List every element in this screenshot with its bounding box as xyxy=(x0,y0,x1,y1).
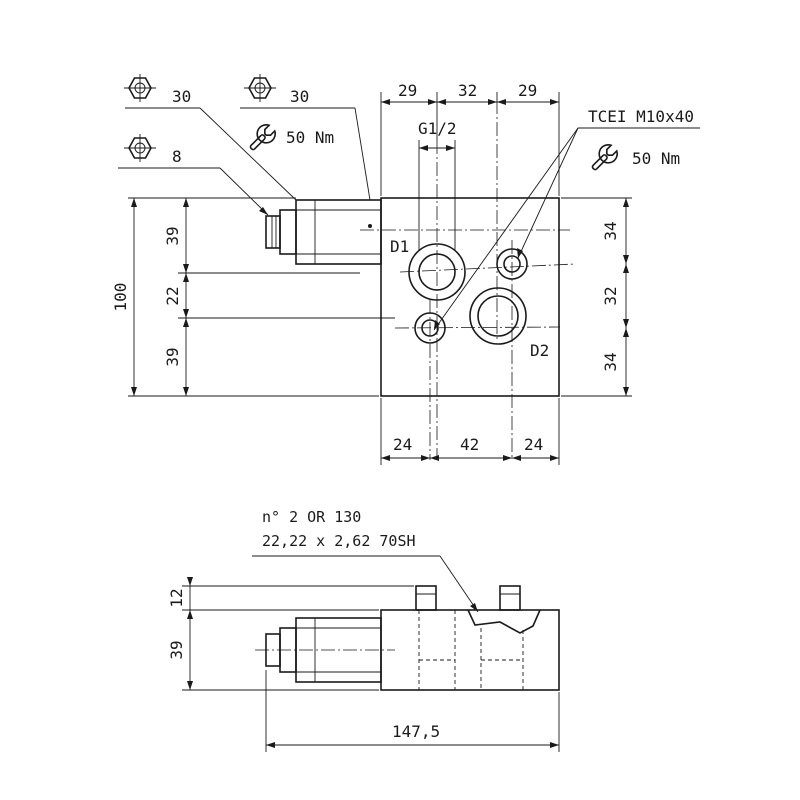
dim-overall-height: 100 xyxy=(111,283,130,312)
wrench-icon xyxy=(591,144,618,171)
torque-callout-1: 50 Nm xyxy=(286,128,334,147)
dims-bottom xyxy=(380,398,560,465)
dim-left-2: 22 xyxy=(163,286,182,305)
port-label-d1: D1 xyxy=(390,237,409,256)
dim-left-3: 39 xyxy=(163,347,182,366)
screw-hole-upper xyxy=(496,248,528,280)
dim-top-1: 29 xyxy=(398,81,417,100)
dim-side-39: 39 xyxy=(167,640,186,659)
port-d1 xyxy=(408,243,466,301)
dims-side-left xyxy=(182,577,414,691)
wrench-icon xyxy=(249,124,276,151)
oring-note-line2: 22,22 x 2,62 70SH xyxy=(262,532,416,550)
dim-bottom-2: 42 xyxy=(460,435,479,454)
hex-nut-icon xyxy=(124,134,156,162)
dims-right xyxy=(561,197,632,397)
dim-bottom-1: 24 xyxy=(393,435,412,454)
port-label-d2: D2 xyxy=(530,341,549,360)
nut-callout-1: 30 xyxy=(172,87,191,106)
cartridge-top xyxy=(265,199,382,265)
oring-note-line1: n° 2 OR 130 xyxy=(262,508,361,526)
port-d2 xyxy=(469,287,527,345)
dim-left-1: 39 xyxy=(163,226,182,245)
dim-bottom-3: 24 xyxy=(524,435,543,454)
dims-left xyxy=(128,197,395,397)
callout-leaders xyxy=(118,107,371,216)
hex-nut-icon xyxy=(244,74,276,102)
valve-block-side xyxy=(380,585,560,691)
screw-hole-lower xyxy=(414,312,446,344)
dim-right-2: 32 xyxy=(601,286,620,305)
torque-callout-2: 50 Nm xyxy=(632,149,680,168)
hex-nut-icon xyxy=(124,74,156,102)
dims-top xyxy=(380,92,560,196)
dim-length-label: 147,5 xyxy=(392,722,440,741)
dim-top-2: 32 xyxy=(458,81,477,100)
screw-label: TCEI M10x40 xyxy=(588,107,694,126)
nut-callout-2: 30 xyxy=(290,87,309,106)
cartridge-side xyxy=(255,617,395,683)
dim-right-1: 34 xyxy=(601,221,620,240)
dim-right-3: 34 xyxy=(601,352,620,371)
valve-block-top xyxy=(380,197,560,397)
dim-side-12: 12 xyxy=(167,588,186,607)
nut-callout-3: 8 xyxy=(172,147,182,166)
dim-top-3: 29 xyxy=(518,81,537,100)
dim-overall-length xyxy=(265,670,560,752)
